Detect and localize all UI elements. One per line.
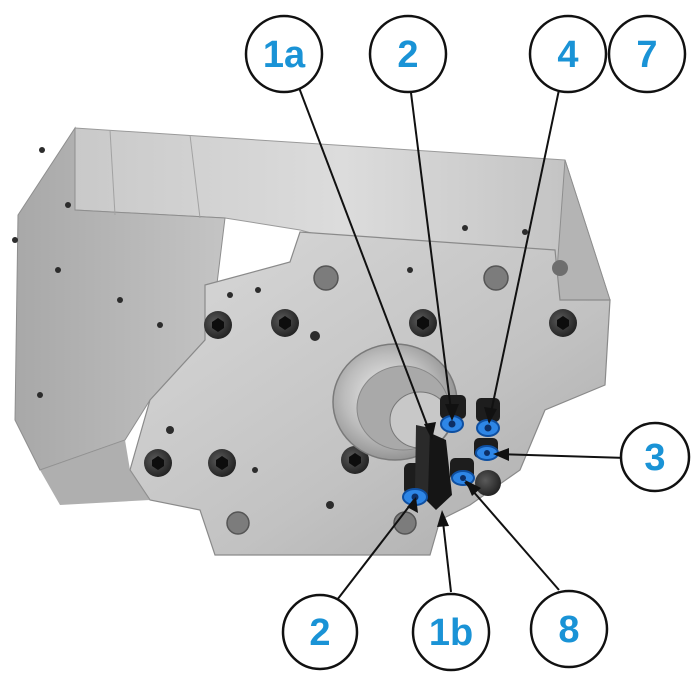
hole (255, 287, 261, 293)
callout-label-2-top: 2 (397, 34, 418, 76)
callout-circle-4 (528, 14, 608, 94)
leader-line-4 (488, 84, 561, 423)
hole (55, 267, 61, 273)
hole (407, 267, 413, 273)
hole (310, 331, 320, 341)
hole (252, 467, 258, 473)
callout-circle-2-top (368, 14, 448, 94)
counterbore (552, 260, 568, 276)
callout-label-1a: 1a (263, 34, 306, 76)
callout-circle-1a (244, 14, 324, 94)
counterbore (483, 265, 509, 291)
screw-head (475, 470, 501, 496)
seam-line (109, 129, 116, 216)
leader-line-2-top (409, 84, 453, 419)
arrowhead (445, 404, 459, 421)
counterbore (313, 265, 339, 291)
hole (157, 322, 163, 328)
hex-socket (279, 316, 291, 330)
callout-label-1b: 1b (429, 612, 473, 654)
leader-line-3 (495, 453, 628, 459)
callout-circle-3 (619, 421, 691, 493)
callout-circle-2-bottom (281, 593, 359, 671)
housing (14, 126, 611, 556)
callout-label-4: 4 (557, 34, 578, 76)
hole (522, 229, 528, 235)
housing-holes (12, 147, 528, 509)
hole (37, 392, 43, 398)
fitting-rod (415, 425, 430, 495)
leader-line-1a (297, 84, 433, 439)
hole (39, 147, 45, 153)
callout-circles (244, 14, 691, 672)
hole (326, 501, 334, 509)
counterbore (226, 511, 250, 535)
arrowhead (407, 497, 418, 513)
counterbores (226, 260, 568, 535)
leader-line-8 (464, 481, 560, 591)
callout-labels: 1a 2 4 7 3 2 1b 8 (263, 34, 666, 654)
hex-socket (557, 316, 569, 330)
collet-bore (484, 450, 490, 456)
arrowhead (465, 480, 481, 496)
hole (65, 202, 71, 208)
callout-label-8: 8 (558, 609, 579, 651)
arrowhead (484, 407, 497, 424)
screw-sockets (152, 316, 569, 470)
hex-socket (152, 456, 164, 470)
hole (462, 225, 468, 231)
leader-lines (297, 84, 628, 601)
callout-circle-1b (411, 592, 491, 672)
arrowhead (493, 448, 509, 461)
leader-line-2-bottom (336, 499, 415, 601)
fittings (402, 395, 500, 510)
hex-socket (212, 318, 224, 332)
hole (12, 237, 18, 243)
callout-label-7: 7 (636, 34, 657, 76)
hole (117, 297, 123, 303)
hex-socket (417, 316, 429, 330)
callout-label-3: 3 (644, 437, 665, 479)
callout-label-2-bottom: 2 (309, 612, 330, 654)
callout-circle-8 (529, 589, 609, 669)
collet-bore (484, 424, 492, 432)
arrowhead (424, 422, 436, 440)
left-edge-shadow (40, 440, 150, 505)
hex-socket (349, 453, 361, 467)
arrowhead (437, 510, 449, 527)
seam-line (189, 134, 201, 219)
fitting-rod (426, 432, 452, 510)
collet-bore (460, 475, 466, 481)
hole (227, 292, 233, 298)
hex-socket (216, 456, 228, 470)
hole (166, 426, 174, 434)
callout-circle-7 (607, 14, 687, 94)
collet-bore (411, 493, 419, 501)
leader-arrowheads (407, 404, 509, 527)
collet-bore (448, 420, 456, 428)
